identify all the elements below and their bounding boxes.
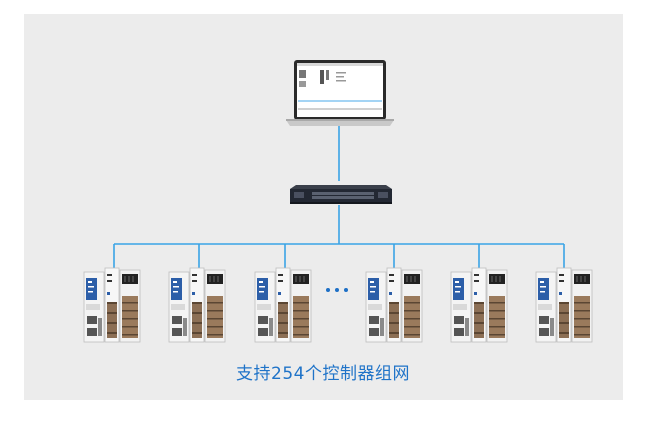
ellipsis-dot [335,288,339,292]
ellipsis-dot [326,288,330,292]
laptop-icon [286,60,394,126]
network-switch-icon [290,185,392,204]
controller-4-icon [365,267,423,343]
controller-6-icon [535,267,593,343]
controller-3-icon [254,267,312,343]
controller-5-icon [450,267,508,343]
controller-1-icon [83,267,141,343]
ellipsis-dot [344,288,348,292]
diagram-caption: 支持254个控制器组网 [236,364,410,384]
controller-2-icon [168,267,226,343]
connection-lines [113,124,565,268]
more-controllers-ellipsis [326,288,348,292]
